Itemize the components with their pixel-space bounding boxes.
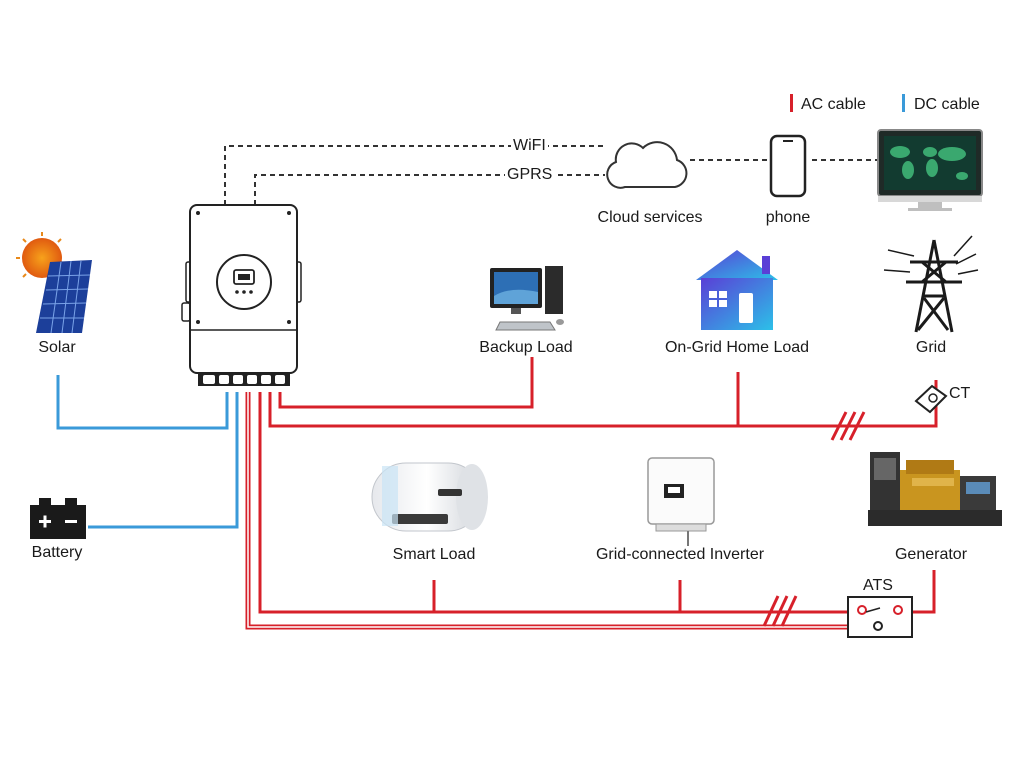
grid-cable [268,380,938,428]
solar-dc-cable [56,375,229,430]
smartphone-icon [769,134,807,198]
gprs-link-line [254,174,605,205]
backup-load-cable [278,357,534,409]
house-icon [696,250,778,330]
grid-inverter-label: Grid-connected Inverter [595,546,765,563]
home-load-label: On-Grid Home Load [664,339,810,356]
string-inverter-icon [647,457,715,546]
ac-cable-swatch [790,94,793,112]
dc-cables [56,375,239,529]
power-pylon-icon [883,235,979,333]
transfer-switch-icon [847,596,913,638]
gprs-label: GPRS [505,166,555,184]
ct-label: CT [949,385,971,402]
solar-label: Solar [38,339,76,356]
battery-icon [30,498,86,539]
phone-label: phone [765,209,811,226]
dc-cable-swatch [902,94,905,112]
ac-cables [258,357,938,614]
cloud-services-label: Cloud services [597,209,703,226]
battery-dc-cable [88,392,239,529]
smart-load-label: Smart Load [392,546,476,563]
cloud-icon [606,141,688,189]
wifi-label: WiFI [511,137,548,155]
generator-label: Generator [894,546,968,563]
backup-load-label: Backup Load [479,339,573,356]
world-map-monitor-icon [877,129,983,211]
grid-label: Grid [915,339,947,356]
desktop-computer-icon [490,266,564,331]
diesel-generator-icon [868,452,1002,526]
ats-return-cable-core [247,392,878,628]
smart-load-bus-cable [258,392,848,614]
generator-ats-cable [912,570,936,614]
ac-cable-legend-label: AC cable [801,96,866,113]
solar-panel-icon [16,232,92,334]
water-heater-icon [371,462,488,532]
ats-label: ATS [863,577,893,594]
wifi-link-line [224,145,605,205]
battery-label: Battery [31,544,83,561]
cable-break-marks [762,411,866,627]
hybrid-inverter-icon [181,204,302,386]
current-transformer-icon [914,384,948,414]
communication-lines [224,145,878,205]
dc-cable-legend-label: DC cable [914,96,980,113]
